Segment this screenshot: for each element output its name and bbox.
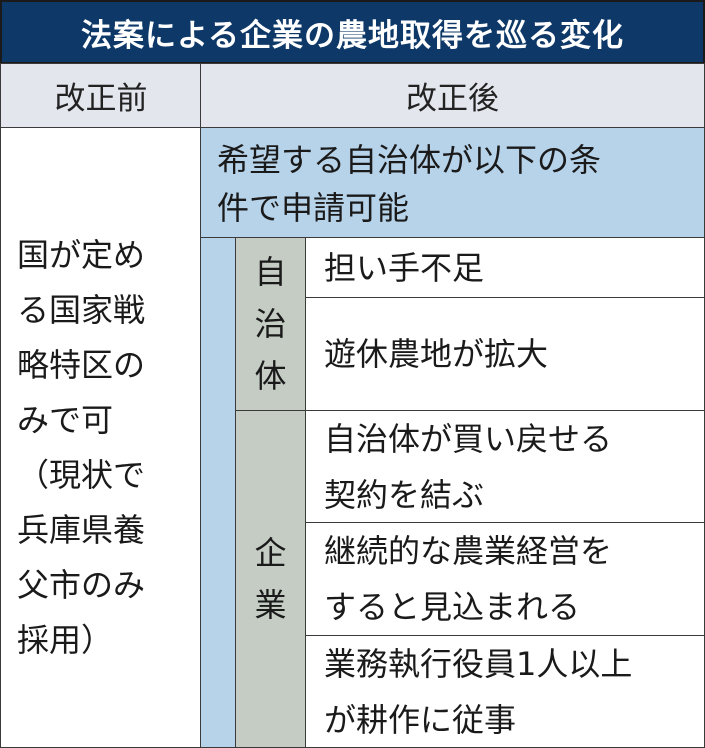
condition-cell: 自治体が買い戻せる契約を結ぶ bbox=[305, 410, 705, 523]
condition-text: すると見込まれる bbox=[324, 588, 581, 626]
condition-text: 担い手不足 bbox=[324, 248, 485, 287]
group-label-municipality: 自 治 体 bbox=[235, 237, 306, 411]
condition-cell: 担い手不足 bbox=[305, 237, 705, 298]
intro-line: 件で申請可能 bbox=[217, 189, 410, 227]
after-intro: 希望する自治体が以下の条 件で申請可能 bbox=[200, 127, 705, 238]
condition-text: 自治体が買い戻せる bbox=[324, 419, 613, 458]
before-line: （現状で bbox=[17, 456, 146, 494]
before-line: る国家戦 bbox=[17, 291, 146, 329]
condition-text: 継続的な農業経営を bbox=[324, 532, 613, 570]
label-char: 企 bbox=[254, 534, 287, 572]
condition-cell: 遊休農地が拡大 bbox=[305, 297, 705, 411]
blue-strip bbox=[200, 237, 236, 748]
before-line: 略特区の bbox=[17, 346, 146, 384]
intro-line: 希望する自治体が以下の条 bbox=[217, 141, 602, 179]
label-char: 治 bbox=[254, 305, 287, 343]
before-line: みで可 bbox=[17, 401, 114, 439]
table-title: 法案による企業の農地取得を巡る変化 bbox=[0, 0, 705, 64]
condition-text: 契約を結ぶ bbox=[324, 475, 485, 514]
header-after: 改正後 bbox=[200, 63, 705, 128]
condition-text: 遊休農地が拡大 bbox=[324, 335, 549, 373]
before-cell: 国が定め る国家戦 略特区の みで可 （現状で 兵庫県養 父市のみ 採用） bbox=[0, 127, 202, 748]
before-line: 採用） bbox=[17, 621, 114, 659]
condition-text: 業務執行役員1人以上 bbox=[324, 644, 633, 683]
group-label-company: 企 業 bbox=[235, 410, 306, 748]
label-char: 体 bbox=[254, 357, 287, 395]
before-line: 兵庫県養 bbox=[17, 511, 146, 549]
condition-text: が耕作に従事 bbox=[324, 700, 517, 739]
condition-cell: 継続的な農業経営をすると見込まれる bbox=[305, 522, 705, 636]
before-line: 国が定め bbox=[17, 236, 146, 274]
before-line: 父市のみ bbox=[17, 566, 146, 604]
header-before: 改正前 bbox=[0, 63, 202, 128]
label-char: 業 bbox=[254, 586, 287, 624]
label-char: 自 bbox=[254, 253, 287, 291]
condition-cell: 業務執行役員1人以上が耕作に従事 bbox=[305, 635, 705, 748]
